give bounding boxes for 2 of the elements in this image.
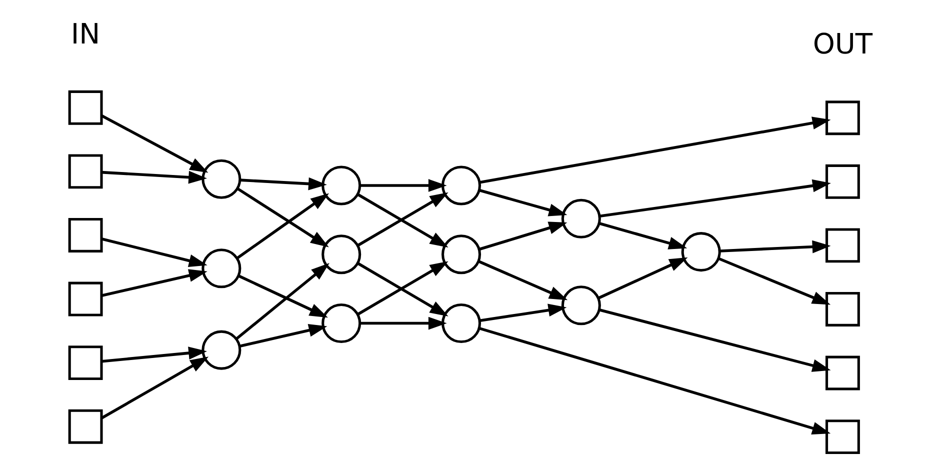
label: IN [70, 17, 100, 50]
label: OUT [812, 28, 872, 61]
